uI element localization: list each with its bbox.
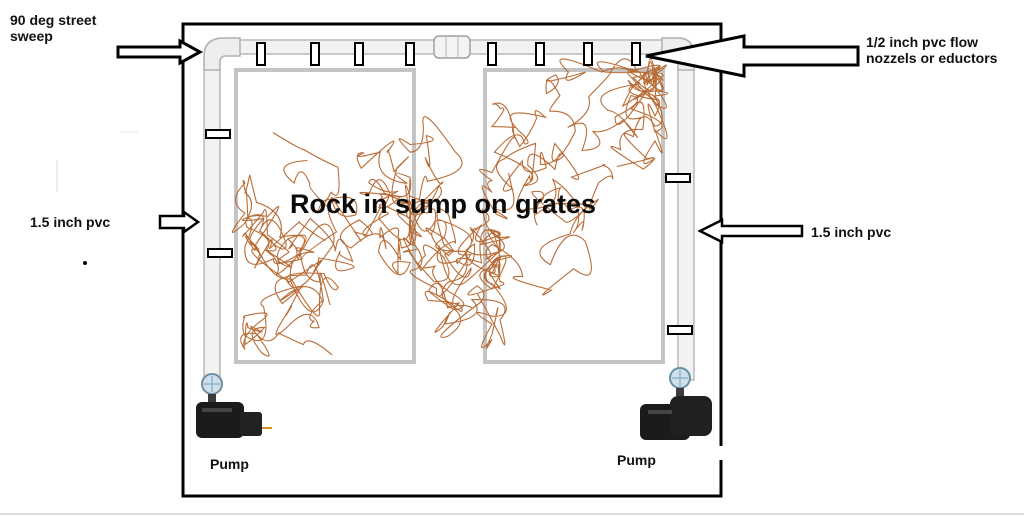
nozzles	[205, 42, 693, 335]
rock-scribble-path	[272, 132, 422, 275]
pump-right-label: Pump	[617, 452, 656, 468]
pump-left-icon	[196, 373, 272, 438]
nozzle-1	[256, 42, 266, 66]
center-title: Rock in sump on grates	[290, 189, 597, 219]
rock-scribble-path	[496, 58, 668, 234]
tank-edge-gap	[716, 446, 726, 460]
rock-scribble-path	[231, 174, 355, 317]
grate-right	[483, 68, 665, 364]
nozzle-4	[405, 42, 415, 66]
left-arrow-icon	[645, 34, 860, 78]
right-arrow-icon	[116, 38, 204, 66]
pvc-union-icon	[433, 35, 471, 59]
sump-tank-outline	[181, 22, 723, 498]
nozzle-11	[665, 173, 691, 183]
pump-right-icon	[640, 367, 712, 440]
nozzle-5	[487, 42, 497, 66]
pump-left-label: Pump	[210, 456, 249, 472]
stray-dot	[83, 261, 87, 265]
nozzle-8	[631, 42, 641, 66]
nozzle-10	[207, 248, 233, 258]
nozzle-2	[310, 42, 320, 66]
nozzle-7	[583, 42, 593, 66]
rock-scribble-path	[240, 159, 338, 357]
left-riser-pipe	[203, 61, 221, 381]
pvc-right-label: 1.5 inch pvc	[811, 224, 892, 240]
right-pvc-arrow-icon	[697, 217, 804, 245]
rock-scribble-path	[402, 208, 506, 346]
rock-scribble-path	[476, 102, 614, 349]
pvc-left-label: 1.5 inch pvc	[30, 214, 111, 230]
nozzle-6	[535, 42, 545, 66]
rock-scribble-path	[567, 58, 669, 168]
left-pvc-arrow-icon	[158, 209, 201, 235]
street-sweep-label: 90 deg street sweep	[10, 12, 97, 44]
rock-scribble	[231, 58, 669, 357]
nozzle-3	[354, 42, 364, 66]
elbow-fitting-icon	[203, 37, 241, 71]
rock-scribble-path	[398, 116, 513, 297]
nozzle-12	[667, 325, 693, 335]
nozzle-9	[205, 129, 231, 139]
flow-nozzles-label: 1/2 inch pvc flow nozzels or eductors	[866, 34, 998, 66]
